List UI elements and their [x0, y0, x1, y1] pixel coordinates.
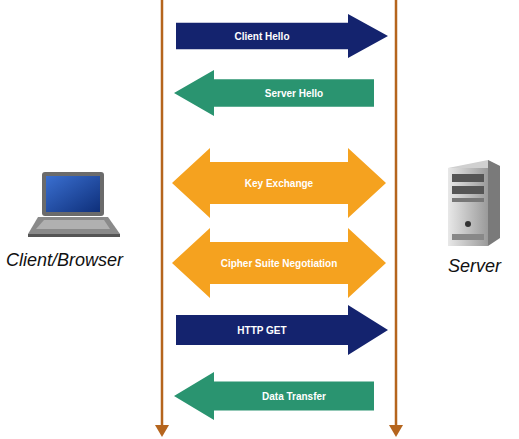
arrow-label: Server Hello: [265, 88, 323, 99]
block-arrow: HTTP GET: [176, 305, 388, 355]
block-arrow: Cipher Suite Negotiation: [172, 228, 386, 298]
arrow-body: [176, 14, 388, 58]
arrow-label: Data Transfer: [262, 391, 326, 402]
block-arrow: Server Hello: [174, 70, 374, 116]
laptop-icon: [28, 172, 120, 237]
block-arrow: Key Exchange: [172, 148, 386, 218]
arrow-label: Cipher Suite Negotiation: [221, 258, 338, 269]
endpoint-label: Server: [448, 256, 501, 277]
timeline: [155, 0, 403, 437]
arrow-body: [172, 148, 386, 218]
arrow-body: [172, 228, 386, 298]
arrow-body: [174, 372, 374, 420]
arrow-label: HTTP GET: [237, 325, 286, 336]
block-arrow: Data Transfer: [174, 372, 374, 420]
arrow-label: Key Exchange: [245, 178, 313, 189]
endpoint-label: Client/Browser: [6, 250, 123, 271]
server-icon: [448, 160, 500, 246]
block-arrow: Client Hello: [176, 14, 388, 58]
arrow-body: [176, 305, 388, 355]
arrow-body: [174, 70, 374, 116]
arrow-label: Client Hello: [234, 31, 289, 42]
